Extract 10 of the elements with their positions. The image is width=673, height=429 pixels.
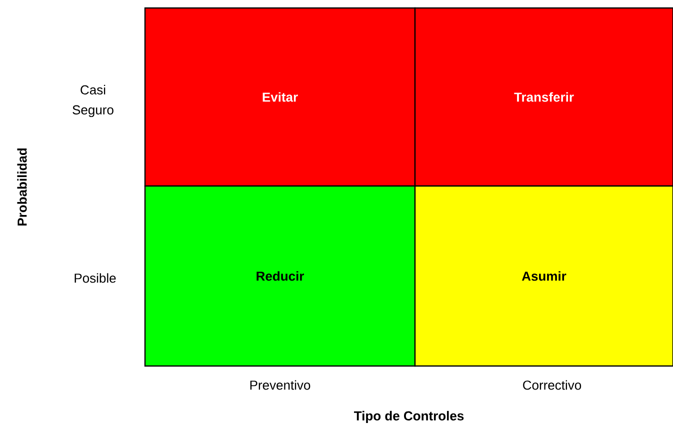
quadrant-box: Transferir	[414, 7, 673, 187]
axis-tick-label: Correctivo	[523, 380, 582, 390]
axis-tick-label: Posible	[74, 273, 116, 283]
quadrant-box: Reducir	[144, 185, 416, 367]
axis-tick-label: Casi Seguro	[72, 84, 114, 118]
axis-title: Tipo de Controles	[354, 410, 464, 424]
quadrant-box: Evitar	[144, 7, 416, 187]
quadrant-box: Asumir	[414, 185, 673, 367]
axis-tick-label: Preventivo	[250, 380, 310, 390]
axis-title: Probabilidad	[17, 148, 27, 226]
